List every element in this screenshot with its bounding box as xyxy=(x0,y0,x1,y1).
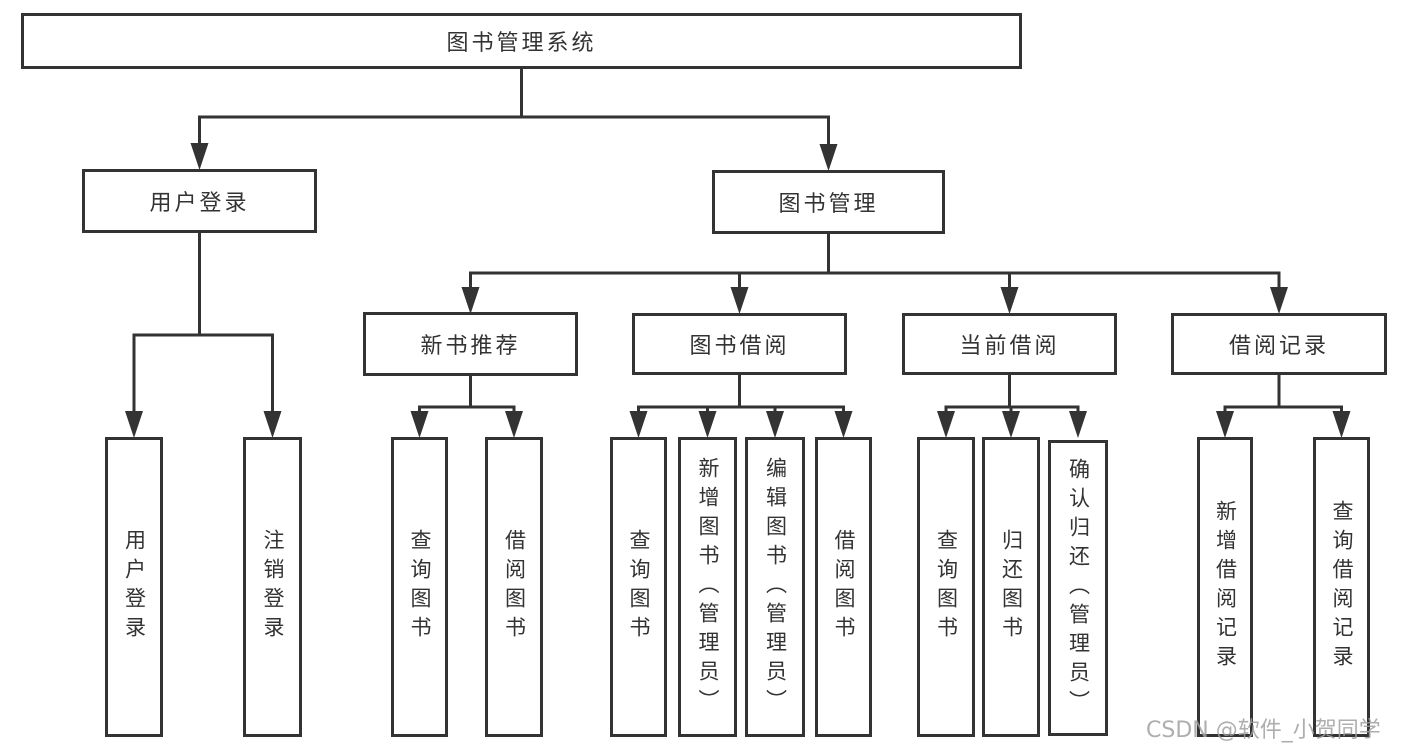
leaf-borrow-books: 借阅图书 xyxy=(815,437,872,737)
node-label: 注销登录 xyxy=(261,529,285,645)
leaf-user-login: 用户登录 xyxy=(105,437,163,737)
node-label: 用户登录 xyxy=(149,191,250,216)
leaf-add-borrow-record: 新增借阅记录 xyxy=(1197,437,1253,737)
node-label: 查询图书 xyxy=(934,529,959,645)
node-label: 查询图书 xyxy=(627,529,651,645)
leaf-query-books-current: 查询图书 xyxy=(917,437,975,737)
leaf-add-books-admin: 新增图书（管理员） xyxy=(678,437,737,737)
node-label: 确认归还（管理员） xyxy=(1066,457,1091,719)
node-label: 新增借阅记录 xyxy=(1213,500,1238,674)
node-book-management: 图书管理 xyxy=(712,170,945,234)
node-label: 查询图书 xyxy=(408,529,432,645)
node-label: 新增图书（管理员） xyxy=(696,456,720,718)
leaf-return-books: 归还图书 xyxy=(982,437,1040,737)
node-label: 当前借阅 xyxy=(959,334,1060,359)
leaf-borrow-books-recommend: 借阅图书 xyxy=(485,437,543,737)
leaf-logout: 注销登录 xyxy=(243,437,302,737)
node-label: 新书推荐 xyxy=(420,334,521,359)
node-library-management-system: 图书管理系统 xyxy=(21,13,1022,69)
node-label: 图书借阅 xyxy=(689,334,790,359)
leaf-edit-books-admin: 编辑图书（管理员） xyxy=(745,437,805,737)
leaf-query-books-recommend: 查询图书 xyxy=(391,437,448,737)
node-label: 借阅记录 xyxy=(1228,334,1329,359)
node-book-borrow: 图书借阅 xyxy=(632,313,847,375)
node-label: 借阅图书 xyxy=(502,529,527,645)
node-new-book-recommend: 新书推荐 xyxy=(363,312,578,376)
leaf-query-borrow-record: 查询借阅记录 xyxy=(1313,437,1370,737)
node-label: 查询借阅记录 xyxy=(1330,500,1354,674)
node-label: 图书管理系统 xyxy=(446,31,597,56)
leaf-query-books-borrow: 查询图书 xyxy=(610,437,667,737)
node-label: 图书管理 xyxy=(778,192,879,217)
node-label: 用户登录 xyxy=(122,529,147,645)
node-label: 借阅图书 xyxy=(832,529,856,645)
node-current-borrow: 当前借阅 xyxy=(902,313,1117,375)
node-borrow-records: 借阅记录 xyxy=(1171,313,1387,375)
node-label: 归还图书 xyxy=(999,529,1024,645)
csdn-watermark: CSDN @软件_小贺同学 xyxy=(1146,718,1381,743)
leaf-confirm-return-admin: 确认归还（管理员） xyxy=(1048,440,1108,736)
node-user-login: 用户登录 xyxy=(82,169,317,233)
node-label: 编辑图书（管理员） xyxy=(763,456,788,718)
